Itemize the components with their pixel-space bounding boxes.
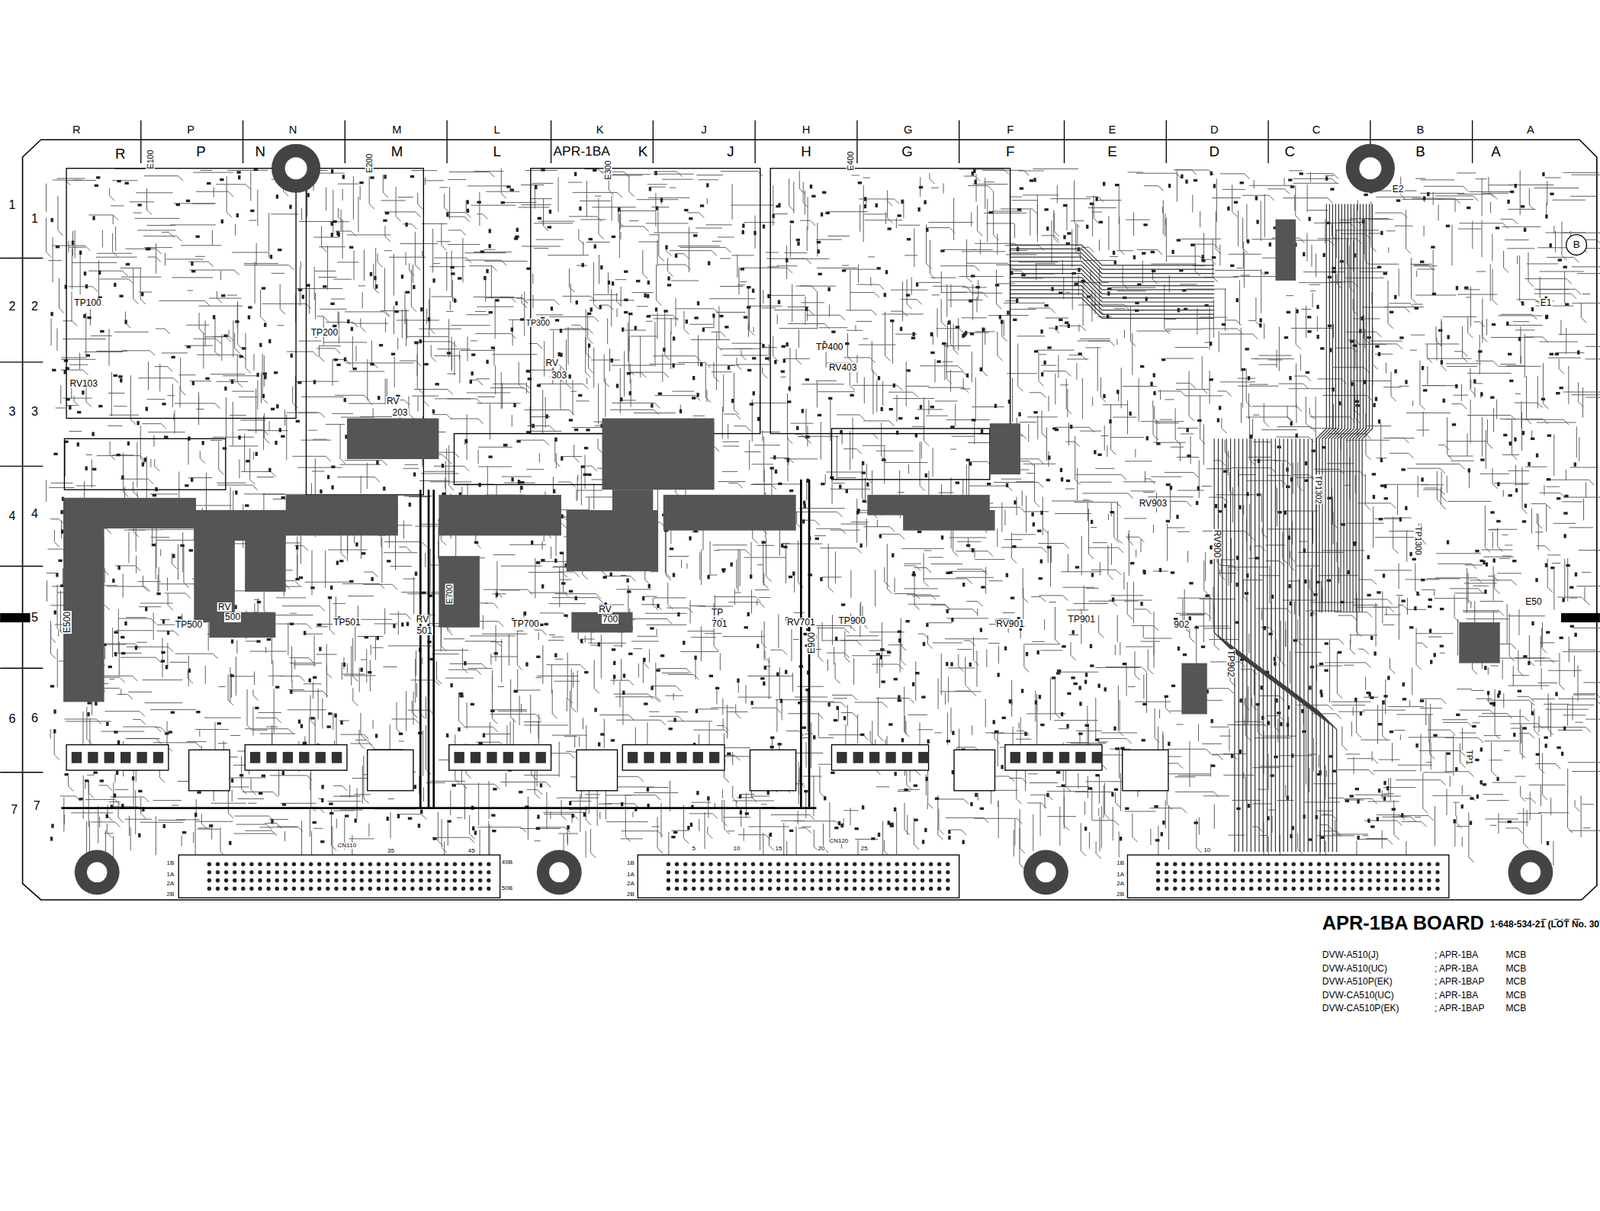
- board-sheet: APR-1BA BOARDRPNMLKJHGFEDCBARE100PNE200M…: [0, 0, 1600, 1211]
